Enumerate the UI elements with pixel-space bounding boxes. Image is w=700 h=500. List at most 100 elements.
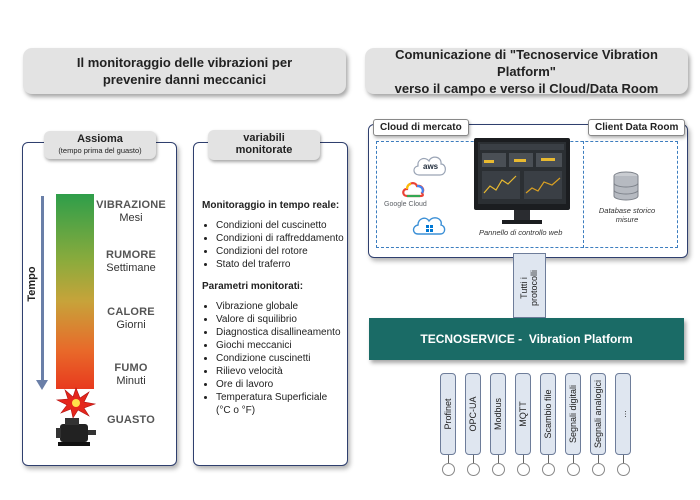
terminal-circle-icon (592, 463, 605, 476)
protocol-label: MQTT (518, 401, 528, 427)
connector-line (523, 455, 524, 463)
section1-list: Condizioni del cuscinetto Condizioni di … (202, 219, 344, 271)
right-header-line1: Comunicazione di "Tecnoservice Vibration… (395, 46, 658, 79)
protocol-label: Segnali digitali (568, 384, 578, 444)
protocol-label: Modbus (493, 397, 503, 431)
left-header-line1: Il monitoraggio delle vibrazioni per (76, 55, 293, 70)
protocol-label: ... (618, 410, 628, 418)
list-item: Giochi meccanici (216, 339, 344, 352)
db-caption: Database storico misure (593, 206, 661, 224)
stage-rumore: RUMORE Settimane (86, 249, 176, 274)
connector-line (623, 455, 624, 463)
protocol-link-label: Tutti i protocolli (519, 257, 539, 319)
google-cloud-label: Google Cloud (384, 201, 427, 208)
aws-label: aws (423, 162, 439, 171)
protocol-connector-bar (440, 360, 632, 373)
stage-name: GUASTO (106, 414, 156, 426)
connector-line (573, 455, 574, 463)
variabili-content: Monitoraggio in tempo reale: Condizioni … (202, 199, 344, 417)
protocol-other: ... (615, 373, 631, 455)
protocol-profinet: Profinet (440, 373, 456, 455)
time-axis-label: Tempo (26, 266, 38, 302)
list-item: Vibrazione globale (216, 300, 344, 313)
terminal-circle-icon (492, 463, 505, 476)
panel-caption: Pannello di controllo web (479, 228, 563, 237)
list-item: Stato del traferro (216, 258, 344, 271)
time-arrow-head-icon (36, 380, 48, 390)
connector-line (598, 455, 599, 463)
protocol-opcua: OPC-UA (465, 373, 481, 455)
broken-motor-icon (55, 387, 97, 446)
time-arrow (41, 196, 44, 381)
right-header: Comunicazione di "Tecnoservice Vibration… (365, 46, 688, 96)
protocol-label: Scambio file (543, 389, 553, 439)
protocol-scambio-file: Scambio file (540, 373, 556, 455)
terminal-circle-icon (617, 463, 630, 476)
assioma-panel (22, 142, 177, 466)
stage-fumo: FUMO Minuti (86, 362, 176, 387)
stage-time: Settimane (106, 262, 156, 274)
platform-bar: TECNOSERVICE - Vibration Platform (369, 318, 684, 360)
connector-line (498, 455, 499, 463)
connector-line (473, 455, 474, 463)
stage-time: Minuti (116, 375, 146, 387)
list-item: Diagnostica disallineamento (216, 326, 344, 339)
link-label-line1: Tutti i (519, 277, 529, 299)
stage-calore: CALORE Giorni (86, 306, 176, 331)
stage-name: FUMO (114, 362, 148, 374)
web-dashboard-monitor-icon (474, 138, 570, 224)
section1-title: Monitoraggio in tempo reale: (202, 200, 340, 211)
protocol-label: Profinet (443, 398, 453, 430)
variabili-title-line2: monitorate (235, 144, 293, 156)
link-label-line2: protocolli (529, 269, 539, 307)
cloud-left-label: Cloud di mercato (373, 119, 469, 136)
list-item: Condizioni del rotore (216, 245, 344, 258)
right-header-line2: verso il campo e verso il Cloud/Data Roo… (394, 80, 659, 96)
stage-name: RUMORE (105, 249, 157, 261)
protocol-mqtt: MQTT (515, 373, 531, 455)
list-item: Condizioni del cuscinetto (216, 219, 344, 232)
list-item: Rilievo velocità (216, 365, 344, 378)
terminal-circle-icon (567, 463, 580, 476)
stage-time: Mesi (119, 212, 143, 224)
protocol-segnali-analogici: Segnali analogici (590, 373, 606, 455)
variabili-title-line1: variabili (243, 132, 285, 144)
platform-label: TECNOSERVICE - Vibration Platform (420, 332, 633, 346)
severity-gradient-bar (56, 194, 94, 389)
cloud-dashed-divider (583, 141, 584, 248)
assioma-tab: Assioma (tempo prima del guasto) (44, 131, 156, 159)
variabili-panel (193, 142, 348, 466)
list-item: Condizioni di raffreddamento (216, 232, 344, 245)
protocol-label: OPC-UA (468, 396, 478, 432)
db-caption-line1: Database storico (598, 206, 656, 215)
assioma-title: Assioma (77, 133, 123, 145)
list-item: Valore di squilibrio (216, 313, 344, 326)
assioma-subtitle: (tempo prima del guasto) (58, 146, 142, 155)
stage-name: VIBRAZIONE (96, 199, 166, 211)
terminal-circle-icon (467, 463, 480, 476)
terminal-circle-icon (542, 463, 555, 476)
list-item: Condizione cuscinetti (216, 352, 344, 365)
section2-title: Parametri monitorati: (202, 281, 304, 292)
aws-cloud-icon (413, 156, 446, 176)
connector-line (448, 455, 449, 463)
cloud-right-label: Client Data Room (588, 119, 686, 136)
azure-cloud-icon (412, 217, 446, 235)
left-header: Il monitoraggio delle vibrazioni per pre… (23, 48, 346, 94)
list-item: Ore di lavoro (216, 378, 344, 391)
terminal-circle-icon (517, 463, 530, 476)
section2-list: Vibrazione globale Valore di squilibrio … (202, 300, 344, 417)
google-cloud-icon (402, 182, 425, 198)
list-item: Temperatura Superficiale (°C o °F) (216, 391, 344, 417)
protocol-link (513, 253, 546, 318)
variabili-tab: variabili monitorate (208, 130, 320, 160)
protocol-label: Segnali analogici (593, 379, 603, 449)
connector-line (548, 455, 549, 463)
stage-name: CALORE (107, 306, 155, 318)
protocol-segnali-digitali: Segnali digitali (565, 373, 581, 455)
database-icon (613, 171, 639, 201)
terminal-circle-icon (442, 463, 455, 476)
db-caption-line2: misure (615, 215, 639, 224)
stage-guasto: GUASTO (86, 414, 176, 426)
protocol-modbus: Modbus (490, 373, 506, 455)
